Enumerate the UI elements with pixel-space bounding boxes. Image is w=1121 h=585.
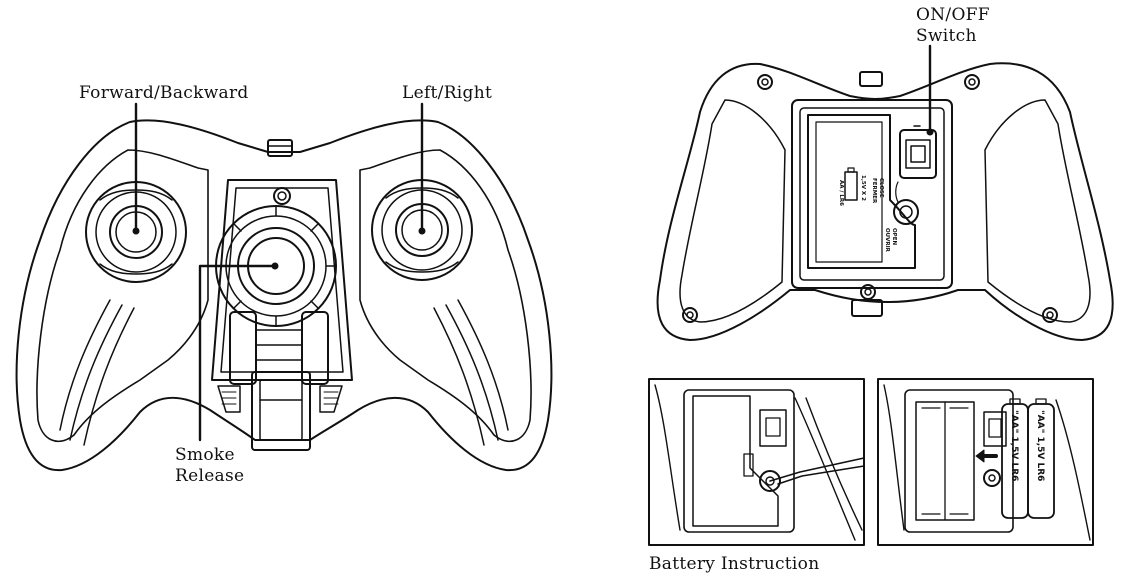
front-controller [15,102,553,472]
back-controller [656,44,1114,341]
battery-2-label: "AA" 1,5V LR6 [1035,410,1045,481]
smoke-release-label-line1: Smoke [175,445,235,465]
forward-backward-label: Forward/Backward [79,83,249,103]
battery-1-label: "AA" 1,5V LR6 [1009,410,1019,481]
battery-step-1-panel [648,378,865,546]
battery-step-2-panel [877,378,1094,546]
ouvrir-text: OUVRIR [884,228,890,253]
battery-type-text: AA / LR6 [838,180,844,206]
fermer-text: FERMER [871,178,877,204]
left-right-label: Left/Right [402,83,493,103]
compartment-text: CLOSE FERMER 1,5V X 2 AA / LR6 OPEN OUVR… [838,175,897,253]
open-text: OPEN [891,228,897,245]
battery-labels: "AA" 1,5V LR6 "AA" 1,5V LR6 [1009,410,1045,481]
close-text: CLOSE [878,178,884,198]
smoke-release-label-line2: Release [175,466,245,486]
battery-instruction-caption: Battery Instruction [649,554,820,574]
voltage-text: 1,5V X 2 [860,175,866,201]
onoff-switch-label-line2: Switch [916,26,977,46]
onoff-switch-label-line1: ON/OFF [916,5,990,25]
